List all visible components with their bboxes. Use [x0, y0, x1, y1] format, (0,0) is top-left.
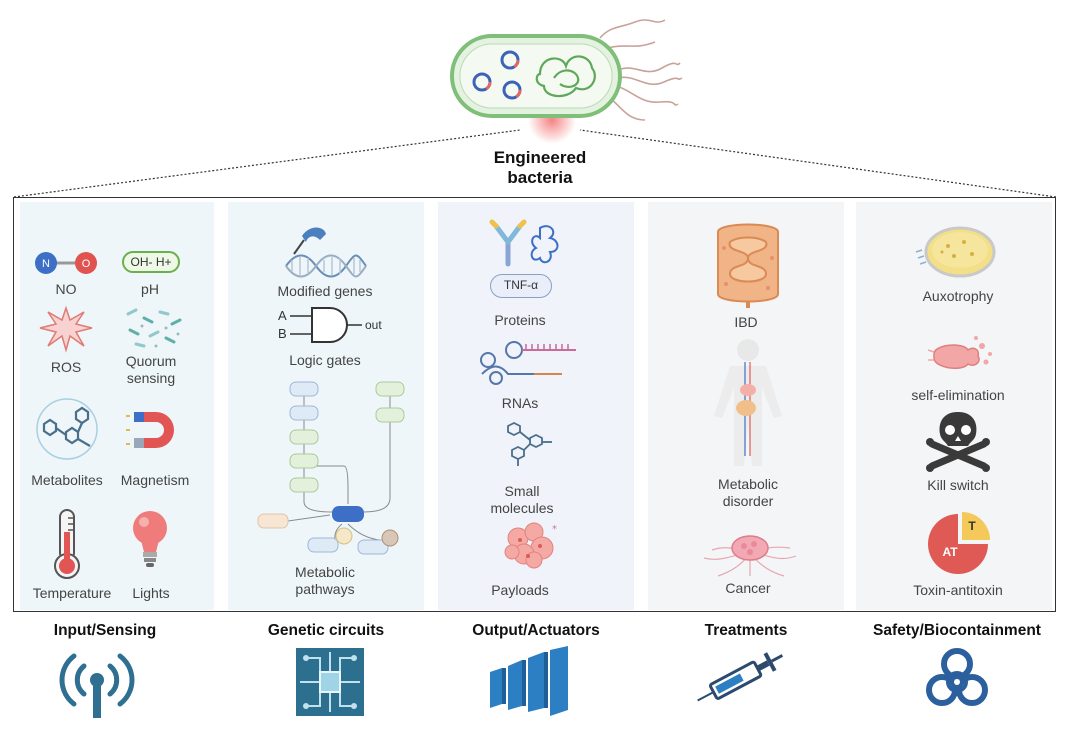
label-metabolites: Metabolites [31, 472, 103, 488]
biohazard-icon [926, 648, 988, 706]
ros-icon [39, 305, 93, 353]
svg-text:O: O [82, 258, 91, 270]
label-metabolic-disorder: Metabolic disorder [718, 476, 778, 509]
antenna-icon [59, 653, 135, 718]
heading-treatments: Treatments [704, 622, 788, 639]
metabolic-pathway-icon [257, 381, 405, 555]
label-no: NO [55, 281, 77, 297]
human-body-icon [714, 339, 782, 466]
tnf-alpha-badge: TNF-α [490, 274, 552, 298]
rna-icon [480, 341, 576, 385]
label-ph: pH [141, 281, 159, 297]
thermometer-icon [54, 509, 80, 579]
label-magnetism: Magnetism [120, 472, 190, 488]
circuit-chip-icon [296, 648, 364, 716]
diagram-title: Engineered bacteria [493, 148, 587, 187]
quorum-sensing-icon [126, 308, 182, 348]
small-molecules-icon [507, 421, 552, 466]
label-auxotrophy: Auxotrophy [922, 288, 994, 304]
label-modified-genes: Modified genes [277, 283, 373, 299]
label-toxin-antitoxin: Toxin-antitoxin [913, 582, 1003, 598]
label-proteins: Proteins [494, 312, 546, 328]
svg-text:T: T [968, 519, 976, 533]
metabolites-icon [36, 398, 98, 460]
svg-text:AT: AT [942, 545, 958, 559]
ph-badge-icon: OH- H+ [122, 251, 180, 273]
heading-safety-biocontainment: Safety/Biocontainment [873, 622, 1041, 639]
intestine-icon [717, 223, 779, 308]
svg-text:*: * [552, 524, 557, 535]
label-temperature: Temperature [32, 585, 112, 601]
label-kill-switch: Kill switch [927, 477, 989, 493]
self-elimination-icon [927, 336, 992, 370]
svg-text:A: A [278, 308, 287, 323]
heading-input-sensing: Input/Sensing [53, 622, 157, 639]
zoom-lines [13, 129, 1057, 198]
label-cancer: Cancer [725, 580, 771, 596]
bacterium-illustration [450, 19, 683, 144]
payloads-icon: * [504, 522, 557, 569]
label-ros: ROS [50, 359, 82, 375]
svg-text:out: out [365, 318, 382, 332]
heading-genetic-circuits: Genetic circuits [267, 622, 385, 639]
skull-crossbones-icon [926, 412, 990, 472]
label-logic-gates: Logic gates [289, 352, 361, 368]
no-molecule-icon: N O [35, 252, 97, 274]
dna-editing-icon [285, 227, 367, 278]
label-payloads: Payloads [491, 582, 549, 598]
lightbulb-icon [133, 511, 167, 567]
frame [13, 197, 1056, 612]
label-quorum-sensing: Quorum sensing [125, 353, 177, 386]
svg-text:N: N [42, 258, 50, 270]
label-ibd: IBD [734, 314, 758, 330]
tumor-icon [703, 535, 797, 577]
antibody-protein-icon [489, 219, 559, 267]
label-rnas: RNAs [501, 395, 539, 411]
svg-text:B: B [278, 326, 287, 341]
actuator-bars-icon [490, 646, 568, 716]
label-lights: Lights [132, 585, 170, 601]
label-metabolic-pathways: Metabolic pathways [295, 564, 355, 597]
toxin-antitoxin-icon: T AT [928, 512, 990, 574]
petri-dish-icon [915, 226, 996, 278]
magnet-icon [126, 412, 174, 448]
label-self-elimination: self-elimination [911, 387, 1005, 403]
syringe-icon [697, 652, 784, 702]
heading-output-actuators: Output/Actuators [472, 622, 600, 639]
logic-gate-icon: A B out [278, 307, 382, 343]
label-small-molecules: Small molecules [490, 483, 554, 516]
